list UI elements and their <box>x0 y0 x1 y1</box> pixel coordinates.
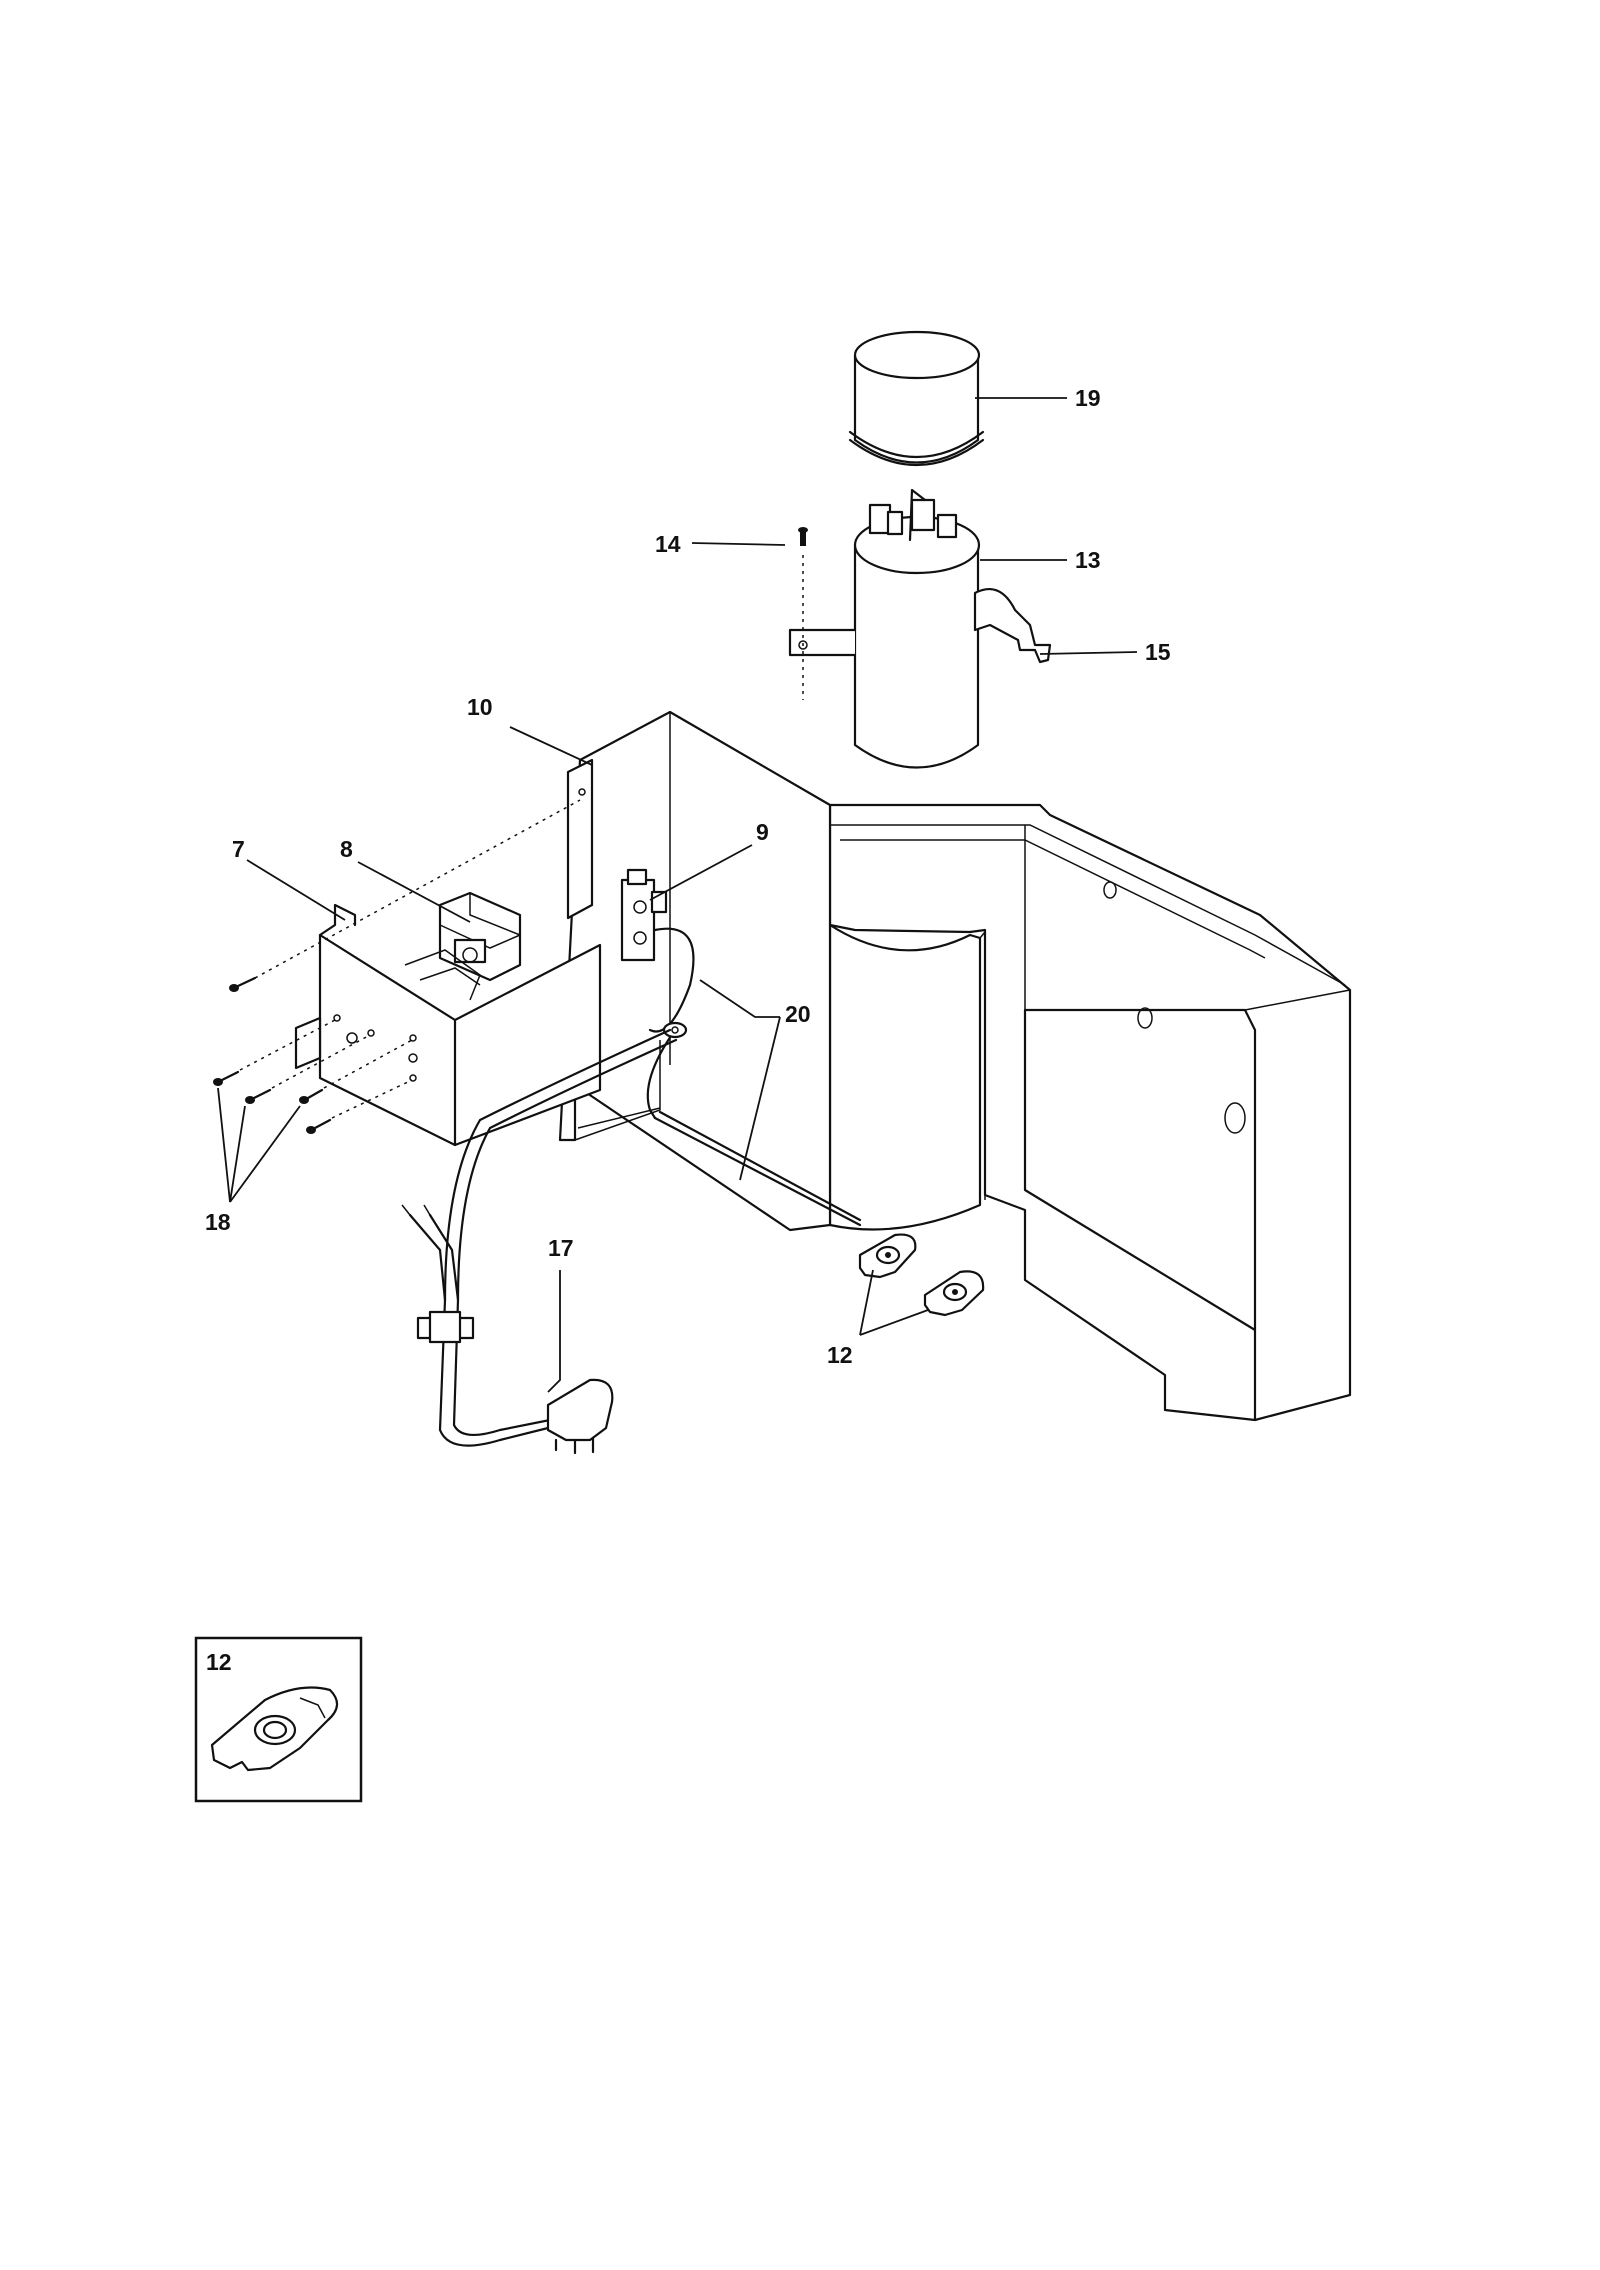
callout-8: 8 <box>340 836 353 862</box>
screw-top-left <box>229 976 257 992</box>
leader-lines <box>217 397 1138 1393</box>
screw-row-2 <box>245 1034 371 1104</box>
screw-row-3 <box>299 1039 413 1104</box>
screw-row-1 <box>213 1019 336 1086</box>
part-17-power-cord <box>401 1028 678 1455</box>
part-9-terminal <box>620 868 668 962</box>
callout-18: 18 <box>205 1209 231 1235</box>
callout-10: 10 <box>467 694 493 720</box>
callout-7: 7 <box>232 836 245 862</box>
callout-15: 15 <box>1145 639 1171 665</box>
callout-12: 12 <box>827 1342 853 1368</box>
callout-19: 19 <box>1075 385 1101 411</box>
part-10-plate <box>566 758 594 920</box>
inset-label-12: 12 <box>206 1649 232 1675</box>
callout-9: 9 <box>756 819 769 845</box>
callout-17: 17 <box>548 1235 574 1261</box>
part-13-capacitor <box>853 488 981 769</box>
cabinet-panel <box>828 803 1352 1422</box>
part-19-cap <box>848 330 985 466</box>
screw-row-4 <box>306 1079 413 1134</box>
callout-13: 13 <box>1075 547 1101 573</box>
part-12-clips <box>858 1233 985 1317</box>
callout-20: 20 <box>785 1001 811 1027</box>
mounting-bracket <box>558 710 832 1232</box>
clip-a <box>858 1233 917 1279</box>
part-20-ground-wire <box>646 927 862 1227</box>
part-8-relay <box>404 891 522 1001</box>
part-15-strap <box>788 588 1052 664</box>
clip-b <box>923 1270 985 1317</box>
callout-14: 14 <box>655 531 681 557</box>
part-18-screws <box>213 799 581 1134</box>
inset-detail-part-12: 12 <box>194 1636 363 1803</box>
inset-clip-icon <box>210 1686 339 1772</box>
callout-labels: 19 14 13 15 10 7 8 9 20 18 17 12 <box>205 385 1171 1368</box>
part-14-screw <box>798 527 808 700</box>
part-7-control-box <box>294 903 602 1147</box>
